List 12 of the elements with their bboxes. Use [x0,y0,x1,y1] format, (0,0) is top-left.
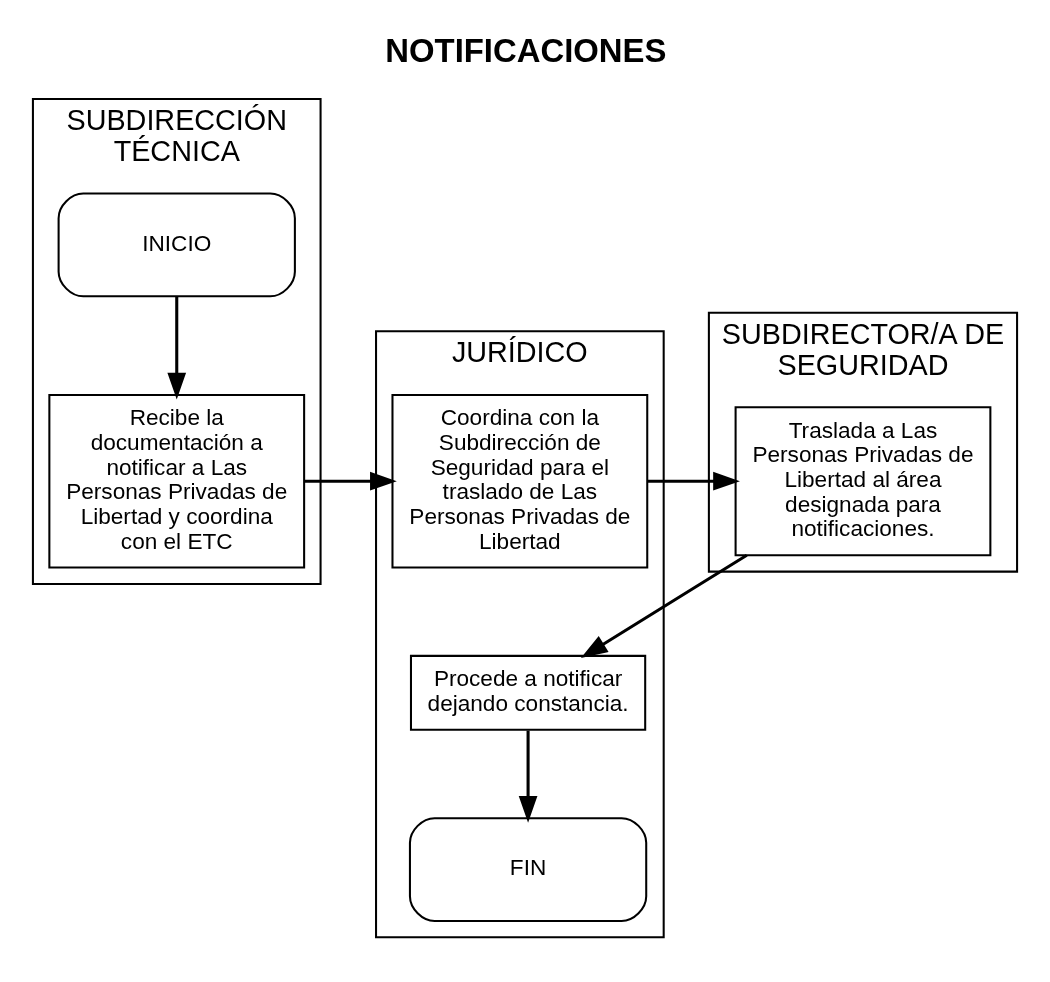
arrow [518,730,538,823]
arrow [580,553,748,658]
node-box: FIN [408,816,648,922]
node-box: Traslada a Las Personas Privadas de Libertad al área designada para notificaciones. [734,405,992,556]
diagram-title: NOTIFICACIONES [385,31,667,69]
arrow [647,471,740,491]
node-box: Coordina con la Subdirección de Seguridad para el traslado de Las Personas Privadas de Libertad [391,393,649,569]
arrow [167,296,187,399]
arrow [304,471,397,491]
node-box: Recibe la documentación a notificar a Las Personas Privadas de Libertad y coordina con el ETC [48,393,306,569]
node-box: INICIO [57,192,296,297]
node-box: Procede a notificar dejando constancia. [409,654,647,731]
